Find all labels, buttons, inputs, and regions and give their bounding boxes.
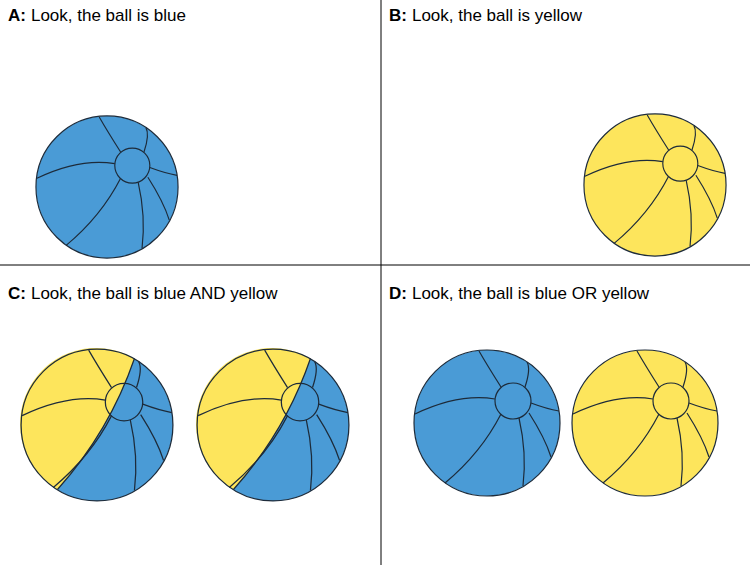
panel-letter: A: bbox=[8, 6, 26, 25]
panel-sentence: Look, the ball is yellow bbox=[412, 6, 582, 25]
panel-heading: C: Look, the ball is blue AND yellow bbox=[8, 284, 278, 304]
divider-line bbox=[381, 0, 382, 565]
panel-sentence: Look, the ball is blue AND yellow bbox=[31, 284, 278, 303]
panel-letter: B: bbox=[389, 6, 407, 25]
divider-line bbox=[0, 265, 750, 266]
panel-letter: D: bbox=[389, 284, 407, 303]
panel-heading: A: Look, the ball is blue bbox=[8, 6, 186, 26]
blue-ball bbox=[36, 116, 178, 258]
panel-sentence: Look, the ball is blue OR yellow bbox=[412, 284, 649, 303]
panel-heading: B: Look, the ball is yellow bbox=[389, 6, 582, 26]
blue-yellow-ball bbox=[196, 348, 349, 501]
yellow-ball bbox=[572, 350, 718, 496]
panel-sentence: Look, the ball is blue bbox=[31, 6, 186, 25]
panel-heading: D: Look, the ball is blue OR yellow bbox=[389, 284, 649, 304]
yellow-ball bbox=[584, 114, 726, 256]
blue-yellow-ball bbox=[20, 348, 173, 501]
panel-letter: C: bbox=[8, 284, 26, 303]
blue-ball bbox=[414, 350, 560, 496]
